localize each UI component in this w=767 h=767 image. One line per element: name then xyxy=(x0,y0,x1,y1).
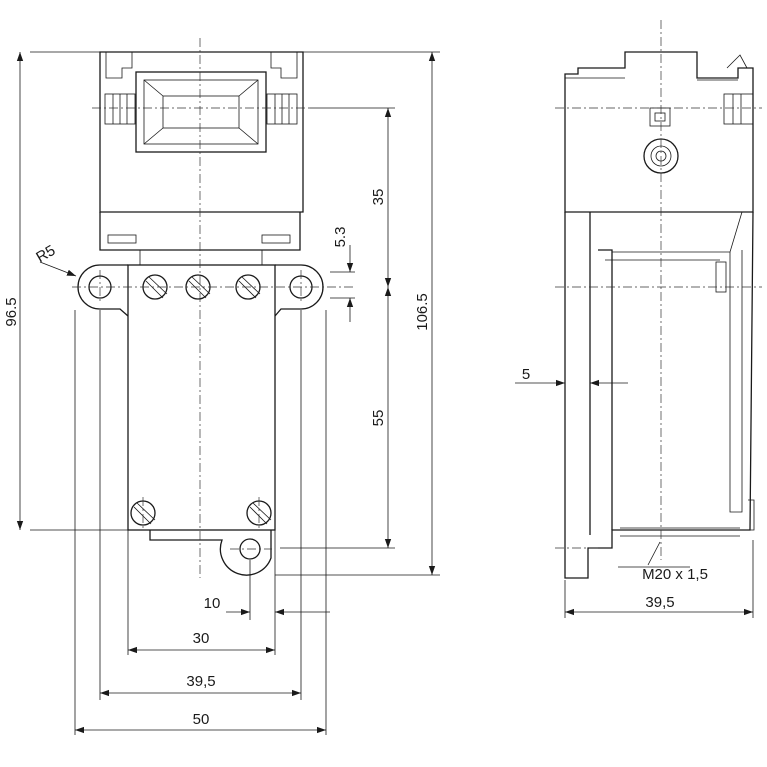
thread-leader xyxy=(618,541,690,568)
label-head-height: 35 xyxy=(370,189,387,206)
label-overall-height: 96.5 xyxy=(3,297,20,326)
side-view xyxy=(555,20,762,579)
bottom-mounting-lug xyxy=(149,530,272,576)
left-latch xyxy=(104,93,136,125)
front-body xyxy=(127,264,276,531)
side-body-outline xyxy=(564,211,754,579)
label-corner-radius: R5 xyxy=(33,242,58,266)
label-total-width: 50 xyxy=(193,711,210,728)
right-latch xyxy=(266,93,298,125)
side-latch xyxy=(723,93,754,125)
right-mounting-lug xyxy=(274,264,324,317)
label-screw-spacing: 30 xyxy=(193,630,210,647)
label-thread: M20 x 1,5 xyxy=(642,566,708,583)
front-head-outline xyxy=(99,51,304,213)
label-total-height: 106.5 xyxy=(414,293,431,331)
label-hole-offset: 10 xyxy=(204,595,221,612)
label-wall-step: 5 xyxy=(522,366,530,383)
front-view xyxy=(72,38,355,578)
label-slot-height: 5.3 xyxy=(332,227,349,248)
left-mounting-lug xyxy=(77,264,129,317)
label-body-height: 55 xyxy=(370,410,387,427)
actuator-window xyxy=(135,71,267,153)
side-head-outline xyxy=(564,51,754,213)
dimensions: 96.5 106.5 35 5.3 55 R5 10 30 39,5 50 39… xyxy=(3,51,754,735)
radius-leader xyxy=(39,261,77,277)
label-side-depth: 39,5 xyxy=(645,594,674,611)
label-body-width: 39,5 xyxy=(186,673,215,690)
